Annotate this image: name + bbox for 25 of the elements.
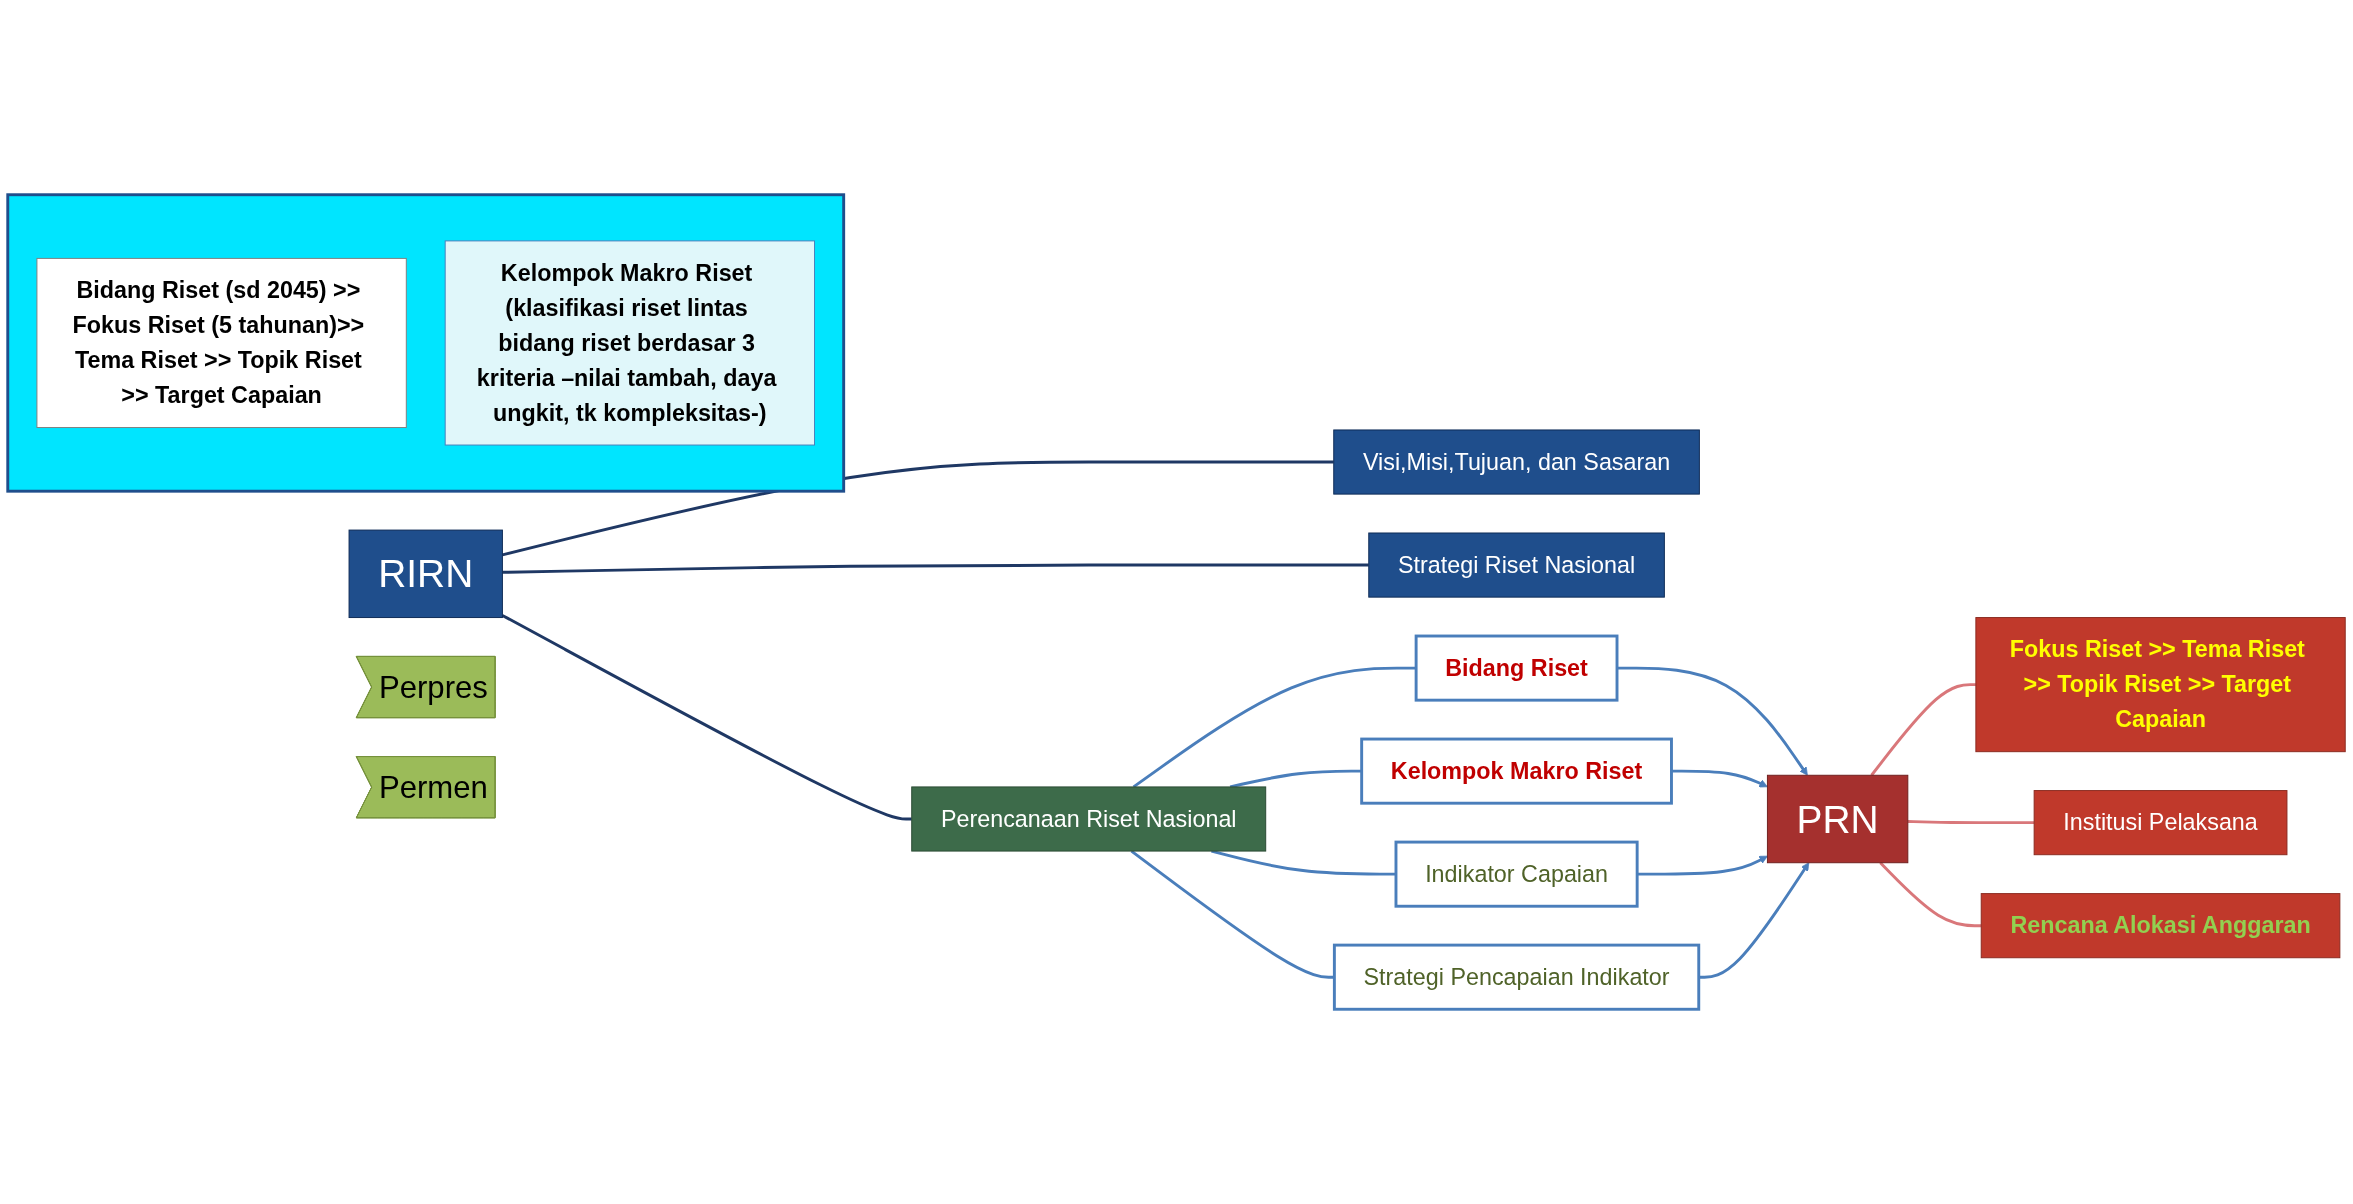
node-box: Strategi Pencapaian Indikator	[1332, 943, 1701, 1011]
node-box: Institusi Pelaksana	[2033, 790, 2288, 856]
node-box: Kelompok Makro Riset	[1360, 737, 1673, 805]
arrow	[1698, 862, 1810, 979]
arrow	[1671, 769, 1768, 788]
connector	[1870, 683, 1976, 777]
node-box: Strategi Riset Nasional	[1368, 532, 1665, 598]
node-box: RIRN	[348, 529, 503, 619]
cluster	[6, 193, 846, 493]
connector	[502, 563, 1369, 574]
node-box: Bidang Riset	[1414, 634, 1619, 702]
node-box: Perencanaan Riset Nasional	[911, 786, 1267, 852]
node-box: Fokus Riset >> Tema Riset >> Topik Riset >> Target Capaian	[1975, 617, 2346, 753]
node-box: Visi,Misi,Tujuan, dan Sasaran	[1333, 429, 1700, 495]
node-box: Indikator Capaian	[1394, 840, 1639, 908]
connector	[502, 460, 1334, 557]
arrow	[1617, 666, 1808, 776]
node-box: PRN	[1766, 774, 1909, 864]
node-box: Kelompok Makro Riset (klasifikasi riset lintas bidang riset berdasar 3 kriteria –nilai tambah, daya ungkit, tk kompleksitas-)	[444, 240, 815, 446]
node-box: Bidang Riset (sd 2045) >> Fokus Riset (5 tahunan)>> Tema Riset >> Topik Riset >> Target Capaian	[36, 257, 407, 428]
node-box: Rencana Alokasi Anggaran	[1980, 893, 2341, 959]
connector	[1907, 820, 2035, 825]
arrow	[1637, 855, 1768, 876]
connector	[1879, 861, 1982, 928]
connector	[501, 614, 912, 821]
